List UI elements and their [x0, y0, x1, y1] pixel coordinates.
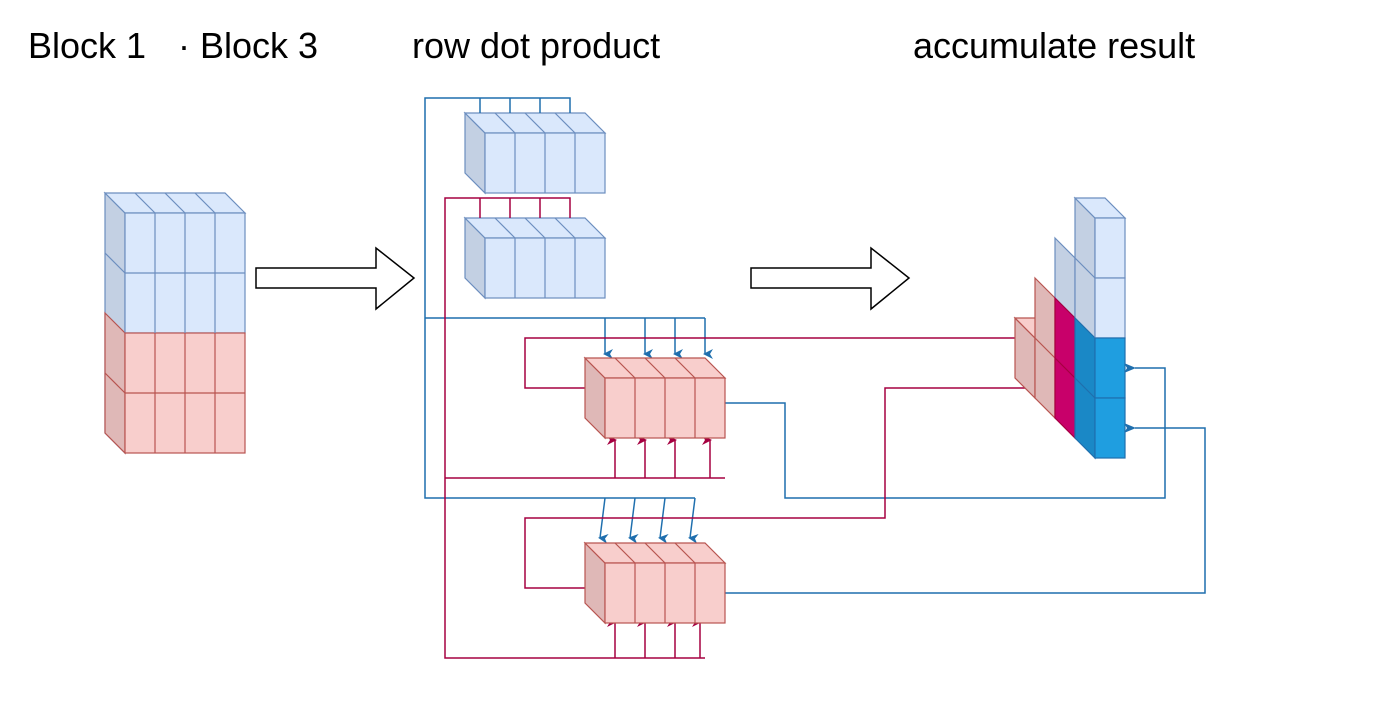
- flow-arrow-2: [750, 246, 911, 311]
- accumulate-result-label: accumulate result: [913, 25, 1196, 66]
- red-row-1: [583, 356, 727, 440]
- result-block: [1013, 196, 1127, 460]
- row-dot-product-label: row dot product: [412, 25, 661, 66]
- block-1-label: Block 1: [28, 25, 147, 66]
- blue-row-bottom: [463, 216, 607, 300]
- input-block-stack: [103, 191, 247, 455]
- red-row-2: [583, 541, 727, 625]
- red-wires: [444, 197, 1067, 659]
- flow-arrow-1: [255, 246, 416, 311]
- blue-row-top: [463, 111, 607, 195]
- block-3-label: · Block 3: [178, 25, 319, 66]
